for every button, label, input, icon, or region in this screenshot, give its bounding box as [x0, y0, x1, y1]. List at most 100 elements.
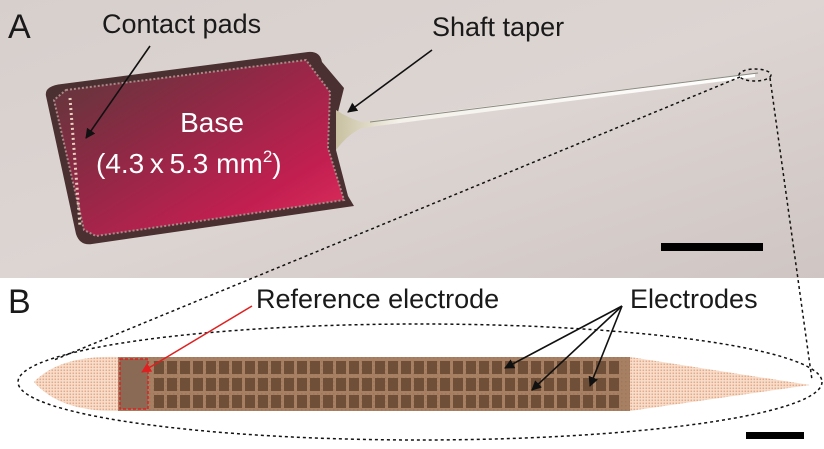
electrode-pad — [336, 395, 346, 408]
electrode-pad — [401, 378, 411, 391]
probe-base-chip — [45, 51, 355, 245]
electrode-pad — [531, 361, 541, 374]
electrode-pad — [388, 395, 398, 408]
electrode-pad — [427, 378, 437, 391]
electrode-pad — [479, 361, 489, 374]
electrode-pad — [466, 378, 476, 391]
electrode-pad — [362, 378, 372, 391]
shaft-ellipse — [17, 323, 823, 441]
electrode-pad — [349, 361, 359, 374]
electrode-pad — [310, 361, 320, 374]
electrode-pad — [570, 395, 580, 408]
electrode-pad — [154, 378, 164, 391]
electrode-pad — [609, 361, 619, 374]
arrow-shaft-taper — [347, 49, 433, 113]
electrode-pad — [349, 378, 359, 391]
electrode-pad — [310, 395, 320, 408]
electrode-pad — [609, 395, 619, 408]
electrode-pad — [492, 395, 502, 408]
electrode-pad — [544, 361, 554, 374]
scale-bar-a — [661, 243, 763, 251]
electrode-pad — [544, 378, 554, 391]
electrode-pad — [375, 378, 385, 391]
panel-b-letter: B — [8, 283, 31, 321]
electrode-pad — [336, 378, 346, 391]
contact-pads — [68, 97, 82, 227]
electrode-pad — [453, 378, 463, 391]
electrode-pad — [219, 378, 229, 391]
electrode-pad — [154, 395, 164, 408]
reference-electrode-label: Reference electrode — [256, 284, 500, 314]
electrode-pad — [310, 378, 320, 391]
electrode-pad — [466, 395, 476, 408]
electrode-pad — [206, 361, 216, 374]
electrode-pad — [219, 361, 229, 374]
electrode-pad — [180, 395, 190, 408]
electrode-pad — [453, 395, 463, 408]
electrode-pad — [466, 361, 476, 374]
electrode-pad — [297, 361, 307, 374]
zoom-line-left — [53, 76, 741, 361]
electrode-pad — [284, 395, 294, 408]
electrode-pad — [232, 395, 242, 408]
electrode-pad — [349, 395, 359, 408]
electrode-pad — [362, 395, 372, 408]
electrode-pad — [180, 361, 190, 374]
base-dims-sup: 2 — [262, 147, 273, 166]
electrode-pad — [518, 395, 528, 408]
electrode-pad — [427, 361, 437, 374]
electrode-pad — [557, 395, 567, 408]
electrode-pad — [596, 395, 606, 408]
electrode-pad — [297, 395, 307, 408]
electrode-pad — [414, 395, 424, 408]
electrode-pad — [557, 378, 567, 391]
electrodes-label: Electrodes — [630, 284, 758, 314]
electrode-pad — [245, 378, 255, 391]
shaft-taper-label: Shaft taper — [432, 12, 565, 42]
base-dims-suffix: ) — [272, 148, 282, 179]
electrode-pad — [440, 395, 450, 408]
electrode-pad — [375, 361, 385, 374]
reference-electrode — [119, 358, 149, 410]
electrode-pad — [193, 378, 203, 391]
electrode-pad — [518, 378, 528, 391]
base-label: Base — [180, 107, 244, 138]
electrode-pad — [323, 361, 333, 374]
arrow-reference-electrode — [141, 305, 253, 373]
electrode-pad — [232, 378, 242, 391]
electrode-pad — [245, 395, 255, 408]
electrode-pad — [531, 395, 541, 408]
electrode-pad — [258, 395, 268, 408]
electrode-pad — [583, 361, 593, 374]
electrode-pad — [609, 378, 619, 391]
electrode-pad — [232, 361, 242, 374]
electrode-pad — [570, 361, 580, 374]
arrow-contact-pads — [85, 45, 151, 139]
electrode-pad — [284, 378, 294, 391]
electrode-pad — [245, 361, 255, 374]
electrode-pad — [206, 395, 216, 408]
zoom-line-right — [769, 77, 813, 381]
base-dimensions: (4.3 x 5.3 mm2) — [96, 147, 282, 179]
electrode-pad — [505, 378, 515, 391]
electrode-pad — [479, 395, 489, 408]
electrode-array — [154, 361, 619, 408]
electrode-pad — [492, 378, 502, 391]
probe-shaft — [336, 72, 759, 150]
tip-zoom-ellipse — [738, 68, 772, 82]
electrode-pad — [167, 378, 177, 391]
electrode-pad — [414, 361, 424, 374]
electrode-pad — [362, 361, 372, 374]
electrode-pad — [206, 378, 216, 391]
electrode-pad — [258, 361, 268, 374]
electrode-pad — [570, 378, 580, 391]
electrode-pad — [492, 361, 502, 374]
electrode-pad — [180, 378, 190, 391]
electrode-pad — [453, 361, 463, 374]
electrode-pad — [323, 378, 333, 391]
electrode-pad — [505, 395, 515, 408]
electrode-pad — [258, 378, 268, 391]
electrode-pad — [544, 395, 554, 408]
electrode-pad — [583, 378, 593, 391]
